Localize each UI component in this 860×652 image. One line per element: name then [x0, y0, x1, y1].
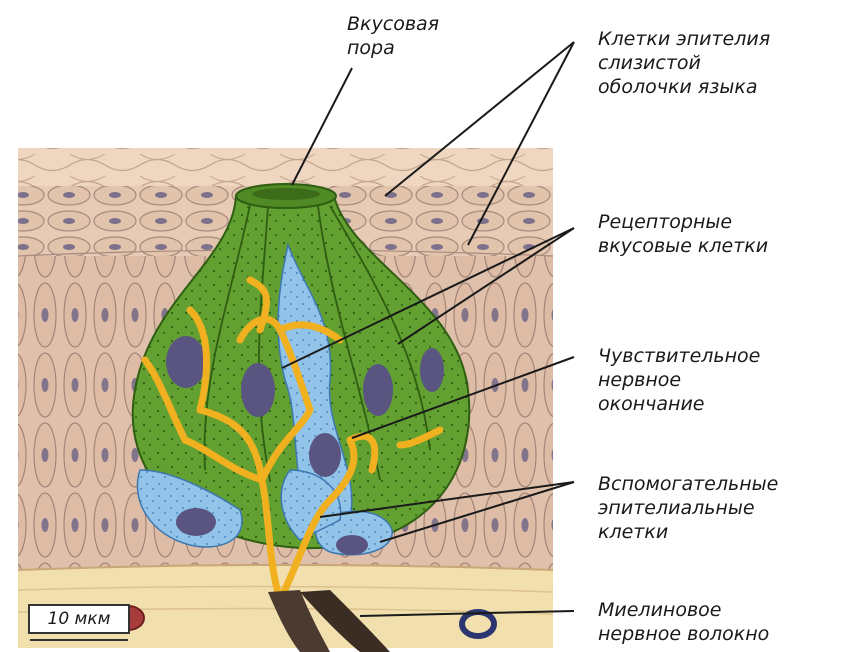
nucleus: [176, 508, 216, 536]
label-nerve-ending: Чувствительное нервное окончание: [598, 344, 760, 416]
nucleus: [363, 364, 393, 416]
label-support-cells: Вспомогательные эпителиальные клетки: [598, 472, 778, 544]
nucleus: [336, 535, 368, 555]
nucleus: [241, 363, 275, 417]
label-receptor-cells: Рецепторные вкусовые клетки: [598, 210, 768, 258]
label-epithelium-cells: Клетки эпителия слизистой оболочки языка: [598, 27, 770, 99]
scale-bar-label: 10 мкм: [28, 604, 130, 634]
label-myelin-fiber: Миелиновое нервное волокно: [598, 598, 769, 646]
nucleus: [166, 336, 206, 388]
nucleus: [420, 348, 444, 392]
nucleus: [309, 433, 341, 477]
label-taste-pore: Вкусовая пора: [347, 12, 439, 60]
